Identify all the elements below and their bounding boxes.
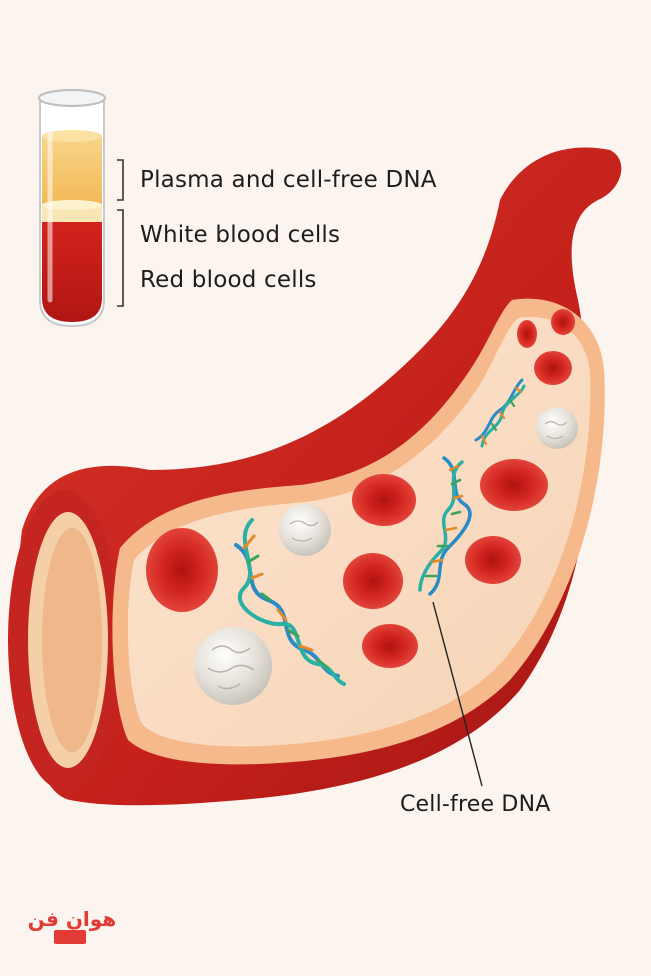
red-blood-cell: [465, 536, 521, 584]
label-plasma: Plasma and cell-free DNA: [140, 167, 437, 193]
red-blood-cell: [352, 474, 416, 526]
red-blood-cells: [146, 309, 575, 668]
dna-strand-center: [418, 456, 472, 596]
white-blood-cell: [194, 627, 272, 705]
brand-logo-text: هوان فن: [28, 907, 116, 931]
plasma-layer: [42, 136, 102, 204]
test-tube: [38, 89, 106, 328]
label-cell-free-dna: Cell-free DNA: [400, 792, 551, 817]
white-blood-cells: [194, 407, 578, 705]
red-blood-cell: [551, 309, 575, 335]
dna-strand-small: [474, 378, 526, 448]
cell-free-dna-pointer: [432, 601, 483, 787]
red-blood-cell: [480, 459, 548, 511]
red-blood-cell: [534, 351, 572, 385]
red-blood-cell: [146, 528, 218, 612]
label-red-blood-cells: Red blood cells: [140, 267, 317, 293]
bracket-cells: [117, 209, 124, 307]
red-blood-cell: [517, 320, 537, 348]
brand-logo: هوان فن: [28, 907, 116, 944]
red-blood-cell: [343, 553, 403, 609]
red-cell-layer: [42, 222, 102, 322]
white-blood-cell: [536, 407, 578, 449]
label-white-blood-cells: White blood cells: [140, 222, 341, 248]
red-blood-cell: [362, 624, 418, 668]
dna-strand-large: [234, 518, 346, 686]
white-blood-cell: [279, 504, 331, 556]
vessel: [8, 147, 622, 806]
bracket-plasma: [117, 159, 124, 201]
